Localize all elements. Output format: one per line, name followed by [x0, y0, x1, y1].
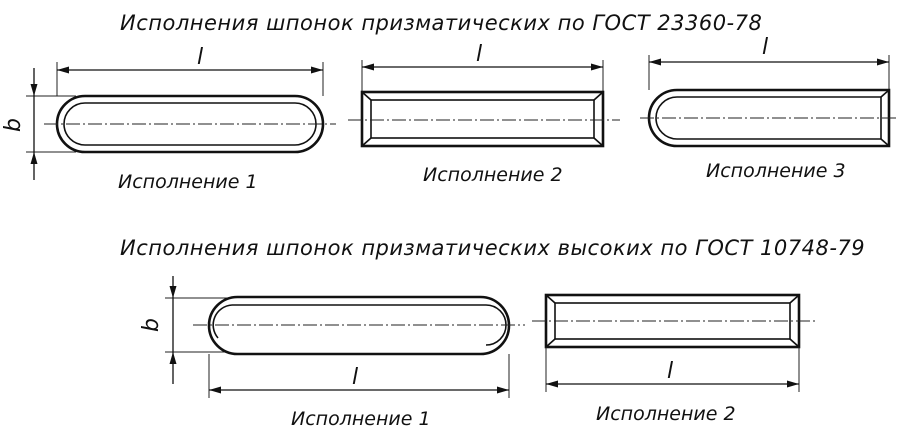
top-key-2-length-arrow-right [591, 63, 603, 71]
top-key-3-length-arrow-left [649, 58, 661, 66]
bottom-key-1: b l Исполнение 1 [139, 276, 525, 430]
top-key-2-outline [360, 90, 605, 148]
top-key-3: l Исполнение 3 [640, 35, 897, 182]
bottom-key-1-length-arrow-right [497, 386, 509, 394]
bottom-key-2: l Исполнение 2 [532, 293, 818, 425]
bottom-section-title: Исполнения шпонок призматических высоких… [120, 236, 865, 260]
top-key-2-corner-tl [361, 91, 372, 101]
bottom-key-1-caption: Исполнение 1 [291, 408, 431, 430]
bottom-key-2-corner-br [789, 338, 800, 348]
top-key-1-length-label: l [197, 45, 203, 70]
top-key-1-length-arrow-right [311, 66, 323, 74]
bottom-key-1-length-arrow-left [209, 386, 221, 394]
top-key-1-width-arrow-bottom [30, 152, 38, 164]
bottom-key-1-width-label: b [139, 318, 164, 332]
top-key-1-caption: Исполнение 1 [118, 171, 258, 193]
bottom-key-2-length-arrow-left [546, 380, 558, 388]
top-key-1-length-arrow-left [57, 66, 69, 74]
bottom-key-1-chamfer-left [212, 304, 233, 339]
top-key-2-corner-tr [593, 91, 604, 101]
bottom-key-1-chamfer-top [232, 304, 507, 346]
top-key-2-corner-br [593, 137, 604, 147]
top-section-title: Исполнения шпонок призматических по ГОСТ… [120, 11, 762, 35]
bottom-key-1-width-arrow-top [169, 286, 177, 298]
top-key-2-length-label: l [476, 42, 482, 67]
bottom-key-2-length-arrow-right [787, 380, 799, 388]
bottom-key-2-length-label: l [667, 359, 673, 384]
top-key-3-corner-br [880, 138, 890, 147]
top-key-2-chamfer [370, 99, 595, 139]
top-key-2-caption: Исполнение 2 [423, 164, 563, 186]
top-key-3-caption: Исполнение 3 [706, 160, 846, 182]
top-key-3-chamfer [655, 96, 882, 140]
top-key-3-length-label: l [762, 35, 768, 60]
bottom-key-2-corner-bl [545, 338, 556, 348]
top-key-1-width-label: b [1, 118, 26, 132]
top-key-3-length-arrow-right [877, 58, 889, 66]
bottom-key-2-corner-tr [789, 294, 800, 304]
top-key-2-corner-bl [361, 137, 372, 147]
top-key-1: l b Исполнение 1 [1, 45, 336, 193]
top-key-2-length-arrow-left [362, 63, 374, 71]
bottom-key-1-length-label: l [352, 365, 358, 390]
top-key-2: l Исполнение 2 [348, 42, 620, 186]
top-key-1-width-arrow-top [30, 84, 38, 96]
bottom-key-1-width-arrow-bottom [169, 352, 177, 364]
bottom-key-2-corner-tl [545, 294, 556, 304]
bottom-key-2-caption: Исполнение 2 [596, 403, 736, 425]
top-key-3-corner-tr [880, 89, 890, 98]
